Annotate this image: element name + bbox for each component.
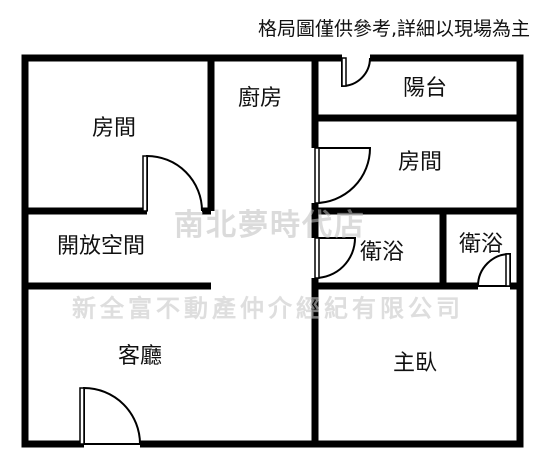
door-leaf-bedroom-right bbox=[314, 147, 320, 204]
door-leaf-entrance bbox=[79, 387, 85, 445]
door-bathroom-right-icon bbox=[477, 252, 511, 287]
room-label-open-space: 開放空間 bbox=[56, 234, 146, 259]
door-gap-bedroom bbox=[147, 207, 202, 215]
disclaimer-note: 格局圖僅供參考,詳細以現場為主 bbox=[257, 18, 530, 40]
door-leaf-bathroom-left bbox=[314, 237, 320, 279]
door-bedroom-right-icon bbox=[314, 147, 372, 204]
room-label-bathroom-left: 衛浴 bbox=[359, 240, 405, 265]
door-leaf-balcony bbox=[341, 57, 347, 87]
room-label-bedroom-upper-left: 房間 bbox=[91, 116, 137, 141]
door-leaf-bedroom bbox=[142, 155, 148, 212]
door-bathroom-left-icon bbox=[314, 237, 357, 279]
room-label-living-room: 客廳 bbox=[117, 344, 163, 369]
door-gap-balcony bbox=[342, 54, 370, 62]
door-leaf-bathroom-right bbox=[505, 253, 511, 287]
watermark-store-name: 南北夢時代店 bbox=[174, 208, 366, 243]
watermark-company-name: 新全富不動產仲介經紀有限公司 bbox=[72, 293, 464, 323]
room-label-bedroom-right: 房間 bbox=[397, 150, 443, 175]
room-label-master-bedroom: 主臥 bbox=[392, 351, 438, 376]
outer-wall bbox=[21, 54, 524, 448]
door-bedroom-icon bbox=[146, 154, 203, 212]
room-label-balcony: 陽台 bbox=[402, 76, 448, 101]
door-entrance-icon bbox=[83, 386, 141, 445]
room-label-bathroom-right: 衛浴 bbox=[458, 232, 504, 257]
room-label-kitchen: 廚房 bbox=[237, 86, 283, 111]
